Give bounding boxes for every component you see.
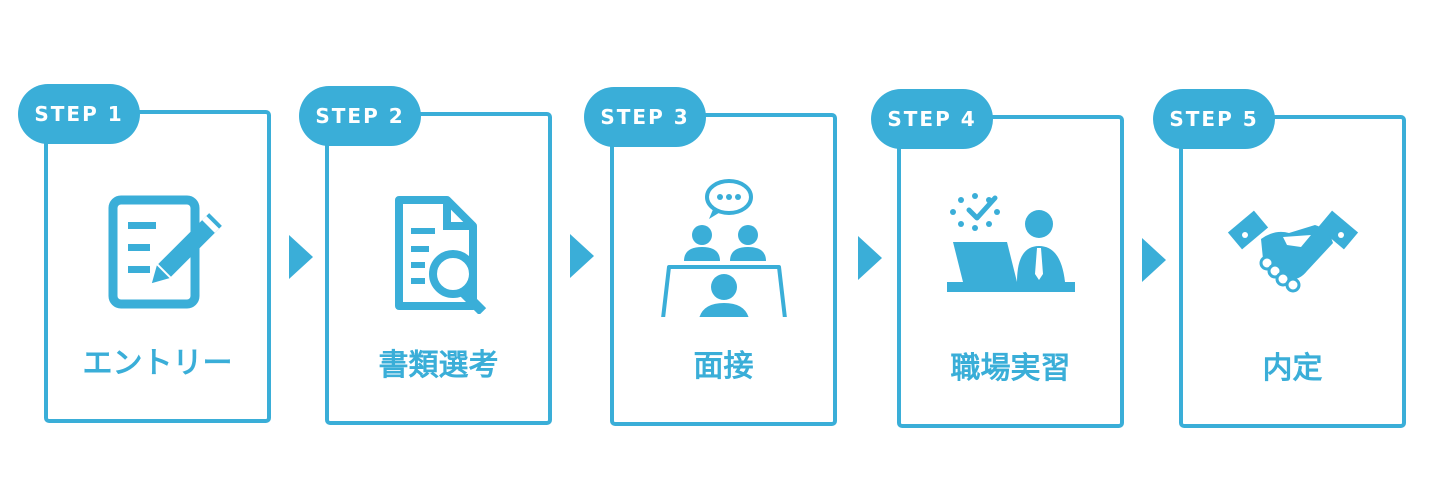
document-search-icon [394, 196, 486, 314]
arrow-right-icon [1142, 238, 1166, 282]
step-label-3: 面接 [693, 349, 754, 384]
step-card-5: STEP 5 内定 [1153, 89, 1406, 428]
step-badge-4: STEP 4 [871, 89, 993, 149]
step-badge-2: STEP 2 [299, 86, 421, 146]
step-card-4: STEP 4 職場実習 [871, 89, 1124, 428]
step-card-1: STEP 1 エントリー [18, 84, 271, 423]
step-label-2: 書類選考 [378, 348, 499, 383]
step-card-3: STEP 3 面接 [584, 87, 837, 426]
step-label-5: 内定 [1262, 351, 1323, 386]
workplace-training-icon [946, 193, 1075, 292]
handshake-icon [1227, 210, 1358, 293]
step-label-4: 職場実習 [950, 351, 1071, 386]
step-label-1: エントリー [82, 346, 233, 381]
arrow-right-icon [570, 234, 594, 278]
interview-icon [660, 179, 787, 317]
step-badge-1: STEP 1 [18, 84, 140, 144]
arrow-right-icon [858, 236, 882, 280]
step-badge-3: STEP 3 [584, 87, 706, 147]
step-card-2: STEP 2 書類選考 [299, 86, 552, 425]
arrow-right-icon [289, 235, 313, 279]
edit-document-icon [108, 195, 222, 309]
step-badge-5: STEP 5 [1153, 89, 1275, 149]
